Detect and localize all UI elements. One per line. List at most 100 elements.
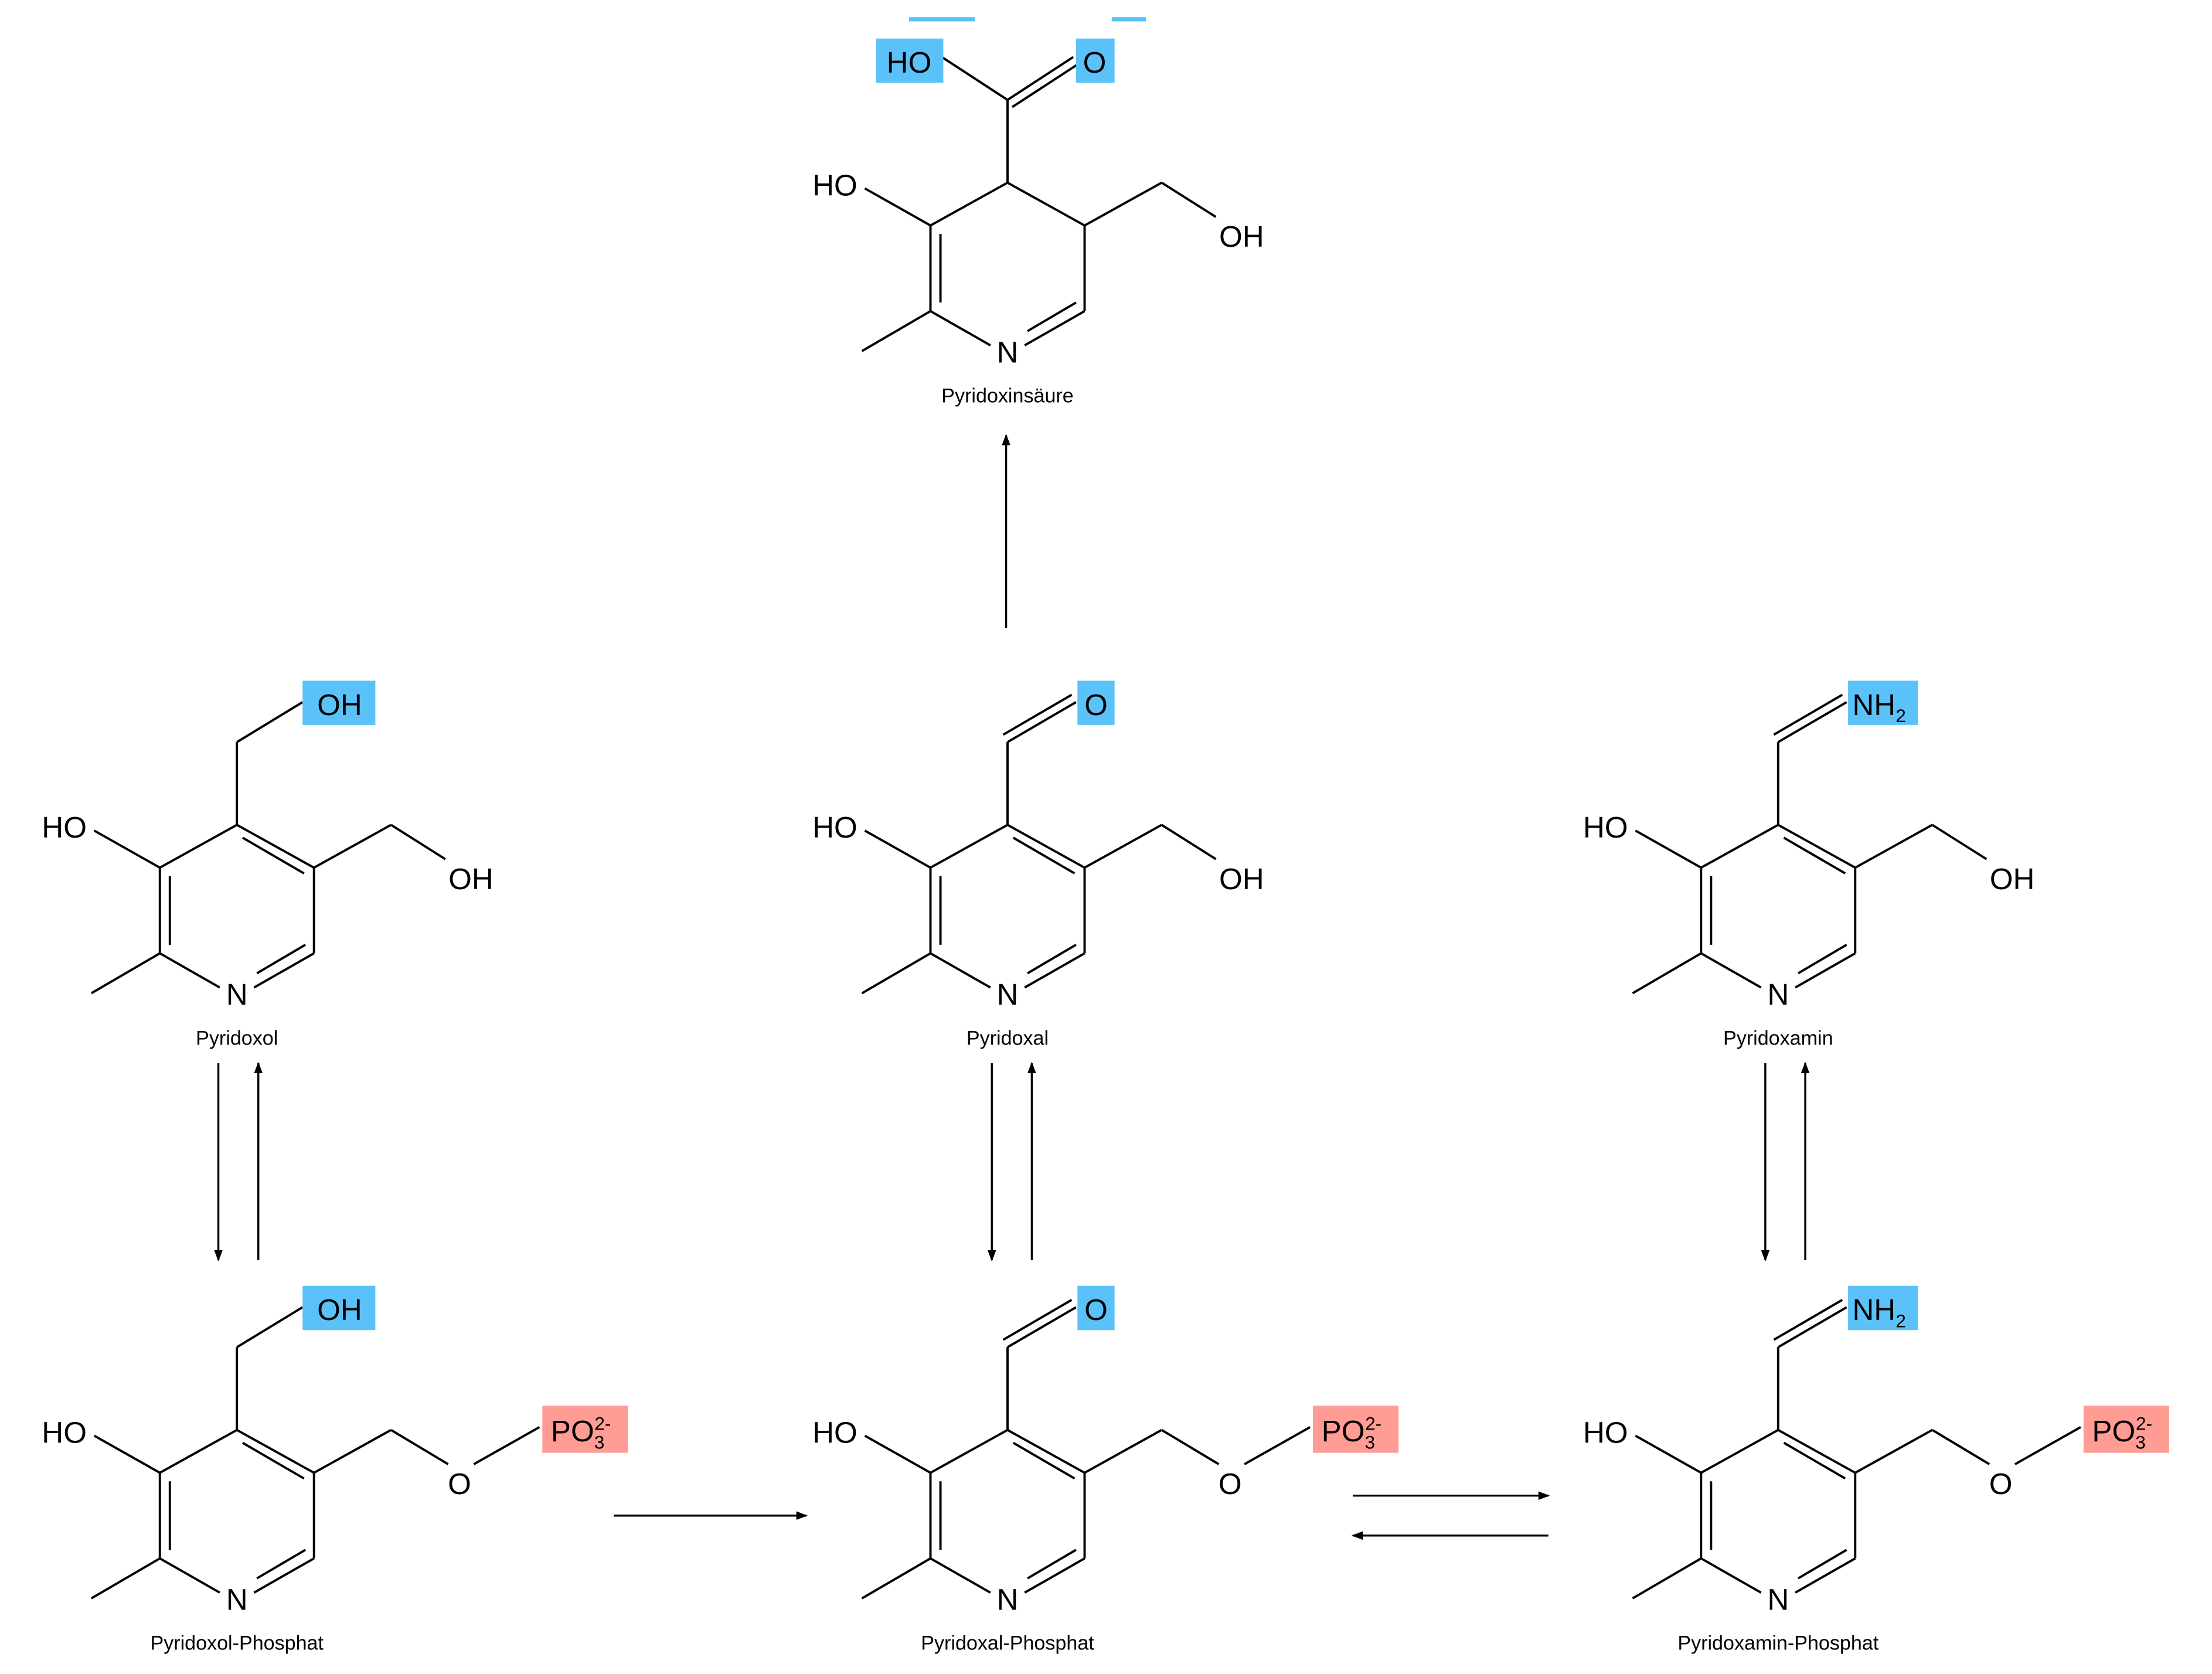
bond	[1931, 1428, 1990, 1465]
ring-bond	[1024, 310, 1085, 346]
bond	[864, 187, 931, 227]
bond	[1635, 829, 1702, 869]
ring-bond	[253, 952, 315, 989]
ring-double-bond	[1783, 1441, 1846, 1480]
amine-nh: NH	[1852, 1293, 1895, 1326]
double-bond-line	[1011, 63, 1079, 108]
ring-bond	[159, 1557, 220, 1594]
double-bond-line	[1773, 693, 1843, 736]
nitrogen-atom: N	[997, 335, 1019, 369]
phosphate-po: PO	[1322, 1414, 1365, 1448]
bond	[93, 1434, 161, 1474]
phosphate-label: PO32-	[1322, 1413, 1382, 1453]
hydroxyl-highlight	[302, 1285, 376, 1331]
ring-double-bond	[1027, 944, 1077, 975]
ring-double-bond	[241, 836, 305, 875]
ring-bond	[159, 1428, 238, 1474]
ring-bond	[1007, 181, 1085, 227]
molecule-name: Pyridoxal-Phosphat	[921, 1632, 1094, 1655]
phosphate-highlight	[542, 1406, 628, 1453]
hydroxyl-label: HO	[42, 811, 87, 844]
methyl-bond	[90, 1557, 161, 1600]
methyl-bond	[1632, 952, 1702, 995]
bond	[1777, 701, 1847, 743]
ring-bond	[1700, 952, 1762, 989]
double-bond-line	[1002, 693, 1073, 736]
hydroxyl-label: HO	[1583, 811, 1628, 844]
ring-double-bond	[1783, 836, 1846, 875]
hydroxyl-label: OH	[448, 862, 494, 896]
bond	[864, 1434, 931, 1474]
bond	[1161, 182, 1217, 218]
ring-bond	[1700, 1557, 1762, 1594]
ring-bond	[1795, 1557, 1856, 1594]
ring-double-bond	[1012, 1441, 1076, 1480]
hydroxyl-label: HO	[812, 1416, 857, 1450]
bond	[1161, 824, 1217, 860]
amine-highlight	[1848, 681, 1918, 725]
nitrogen-atom: N	[997, 978, 1019, 1011]
oxygen-atom: O	[448, 1467, 471, 1501]
hydroxyl-label: OH	[1219, 220, 1264, 253]
ring-double-bond	[1797, 944, 1847, 975]
molecule-name: Pyridoxol-Phosphat	[150, 1632, 324, 1655]
ring-double-bond	[1027, 301, 1077, 332]
phosphate-subscript: 3	[2135, 1431, 2146, 1452]
nitrogen-atom: N	[226, 1583, 248, 1616]
bond	[1084, 181, 1162, 227]
amine-highlight	[1848, 1285, 1918, 1331]
bond	[313, 824, 392, 869]
ring-bond	[930, 952, 991, 989]
nitrogen-atom: N	[226, 978, 248, 1011]
carbonyl-oxygen: O	[1084, 688, 1108, 722]
phosphate-highlight	[2083, 1406, 2169, 1453]
molecule-name: Pyridoxal	[967, 1027, 1049, 1049]
bond	[1007, 1306, 1077, 1349]
double-bond-line	[1002, 1298, 1073, 1341]
bond	[1006, 56, 1074, 101]
ring-bond	[930, 310, 991, 346]
ring-bond	[1795, 952, 1856, 989]
ring-bond	[930, 1557, 991, 1594]
bond	[1084, 1428, 1162, 1474]
oxygen-atom: O	[1989, 1467, 2013, 1501]
methyl-bond	[1632, 1557, 1702, 1600]
ring-double-bond	[1012, 836, 1076, 875]
phosphate-label: PO32-	[551, 1413, 611, 1453]
nitrogen-atom: N	[1767, 1583, 1789, 1616]
phosphate-subscript: 3	[594, 1431, 605, 1452]
hydroxyl-label: OH	[317, 688, 362, 722]
ring-bond	[930, 824, 1008, 869]
bond	[1854, 1428, 1933, 1474]
lone-pair-bar	[909, 17, 975, 22]
bond	[1084, 824, 1162, 869]
methyl-bond	[861, 310, 931, 352]
nitrogen-atom: N	[1767, 978, 1789, 1011]
ring-double-bond	[241, 1441, 305, 1480]
ring-bond	[1007, 824, 1085, 869]
hydroxyl-label: HO	[812, 811, 857, 844]
amine-label: NH2	[1852, 1293, 1905, 1331]
bond	[1854, 824, 1933, 869]
phosphate-charge: 2-	[594, 1413, 611, 1434]
amine-label: NH2	[1852, 688, 1905, 726]
ring-double-bond	[1027, 1549, 1077, 1580]
hydroxyl-label: OH	[1990, 862, 2035, 896]
ring-bond	[1700, 824, 1779, 869]
hydroxyl-label: HO	[1583, 1416, 1628, 1450]
hydroxyl-label: HO	[812, 169, 857, 202]
bond	[1161, 1428, 1220, 1465]
methyl-bond	[861, 1557, 931, 1600]
ring-double-bond	[256, 1549, 307, 1580]
ring-bond	[1024, 952, 1085, 989]
bond	[941, 56, 1009, 101]
hydroxyl-highlight	[302, 681, 376, 725]
ring-bond	[1007, 1428, 1085, 1474]
phosphate-label: PO32-	[2092, 1413, 2152, 1453]
ring-bond	[159, 824, 238, 869]
